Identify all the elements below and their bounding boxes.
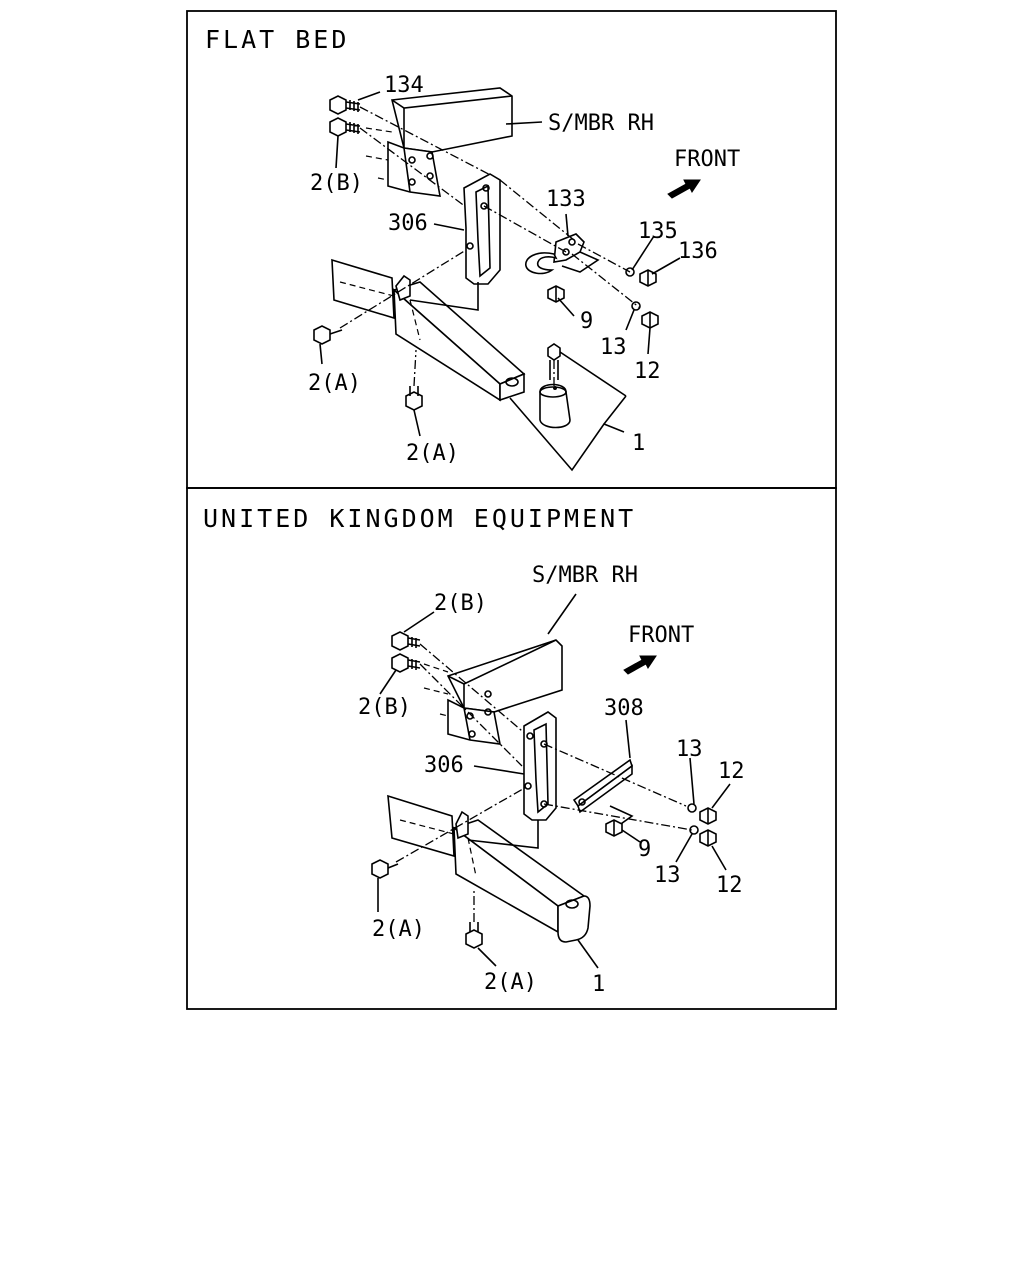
callout-12: 12 [634,359,661,384]
bolt-2a-left [371,859,399,879]
callout-306: 306 [388,211,428,236]
bolt-2b-mid [391,653,421,673]
callout-12-bottom: 12 [716,873,743,898]
callout-136: 136 [678,239,718,264]
callout-13-top: 13 [676,737,703,762]
bolt-2b-top [391,631,421,651]
bolt-134 [329,95,361,115]
callout-134: 134 [384,73,424,98]
rear-underrun-bar [331,258,526,402]
bolt-2a-bottom [405,386,423,411]
bolt-2a-left [313,325,343,345]
panel-title: FLAT BED [205,25,349,54]
panel-title: UNITED KINGDOM EQUIPMENT [203,504,636,533]
panel-border [186,487,837,1010]
bolt-2b [329,117,361,137]
callout-1: 1 [592,972,605,997]
panel-border [186,10,837,489]
callout-133: 133 [546,187,586,212]
callout-2a-left: 2(A) [308,371,361,396]
tow-hook-133 [525,233,600,275]
washer-135 [625,267,635,277]
bolt-2a-bottom [465,922,483,949]
bracket-306 [463,173,501,285]
panel-uk-equipment: UNITED KINGDOM EQUIPMENT [186,487,837,1010]
callout-2b-top: 2(B) [434,591,487,616]
panel-flat-bed: FLAT BED [186,10,837,489]
callout-306: 306 [424,753,464,778]
washer-13-top [687,803,697,813]
callout-2b: 2(B) [310,171,363,196]
callout-2a-left: 2(A) [372,917,425,942]
callout-13: 13 [600,335,627,360]
front-label: FRONT [674,147,740,172]
front-arrow [623,655,657,675]
washer-13-bottom [689,825,699,835]
callout-308: 308 [604,696,644,721]
bracket-306 [523,711,557,821]
callout-2a-bottom: 2(A) [484,970,537,995]
side-member-rh [365,87,513,197]
callout-9: 9 [580,309,593,334]
washer-13 [631,301,641,311]
front-arrow [667,179,701,199]
callout-2a-bottom: 2(A) [406,441,459,466]
callout-9: 9 [638,837,651,862]
callout-13-bottom: 13 [654,863,681,888]
front-label: FRONT [628,623,694,648]
plate-308 [572,758,634,827]
callout-135: 135 [638,219,678,244]
callout-12-top: 12 [718,759,745,784]
callout-2b-mid: 2(B) [358,695,411,720]
frame-label: S/MBR RH [532,563,638,588]
side-member-rh [423,639,563,745]
callout-1: 1 [632,431,645,456]
stopper-1 [539,343,571,429]
frame-label: S/MBR RH [548,111,654,136]
